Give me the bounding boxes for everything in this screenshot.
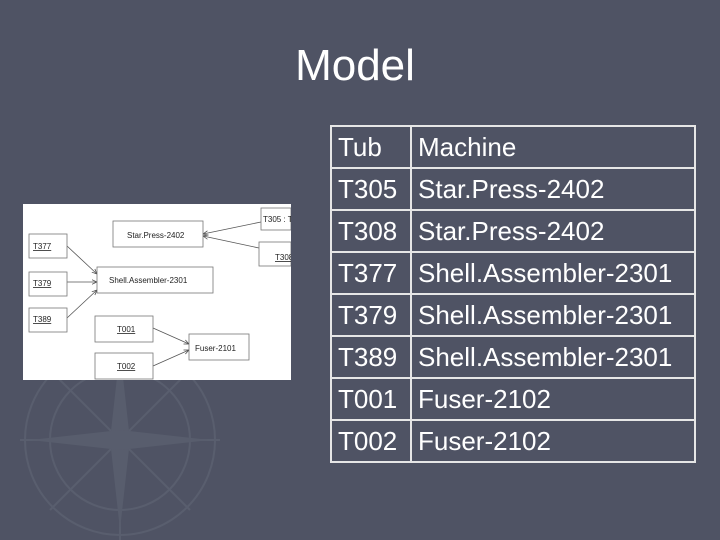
machine-cell: Shell.Assembler-2301 [410, 293, 696, 337]
machine-cell: Star.Press-2402 [410, 167, 696, 211]
tub-cell: T379 [330, 293, 412, 337]
node-t379-label: T379 [33, 279, 52, 288]
edge-t389-shell [66, 290, 97, 319]
table-header-row: Tub Machine [330, 125, 696, 169]
node-shell-label: Shell.Assembler-2301 [109, 276, 188, 285]
tub-cell: T308 [330, 209, 412, 253]
node-starpress-label: Star.Press-2402 [127, 231, 185, 240]
node-starpress-box [112, 220, 204, 248]
node-t001-box [94, 315, 154, 343]
node-t001-label: T001 [117, 325, 136, 334]
edge-t002-fuser [152, 349, 189, 367]
machine-cell: Star.Press-2402 [410, 209, 696, 253]
node-t002-label: T002 [117, 362, 136, 371]
node-fuser-box [188, 333, 250, 361]
node-t379-box [28, 271, 68, 297]
uml-diagram: T305 : Tub Star.Press-2402 T308 T377 T37… [23, 204, 291, 380]
edge-t001-fuser [152, 327, 189, 345]
slide-title-text: Model [295, 41, 415, 90]
node-t308-box [258, 241, 291, 267]
node-t002-box [94, 352, 154, 380]
tub-cell: T377 [330, 251, 412, 295]
machine-cell: Shell.Assembler-2301 [410, 335, 696, 379]
header-cell-machine: Machine [410, 125, 696, 169]
node-fuser-label: Fuser-2101 [195, 344, 236, 353]
node-shell-box [96, 266, 214, 294]
machine-cell: Fuser-2102 [410, 419, 696, 463]
tub-cell: T001 [330, 377, 412, 421]
node-t389-box [28, 307, 68, 333]
slide-title: Model [0, 38, 720, 94]
node-t389-label: T389 [33, 315, 52, 324]
header-cell-tub: Tub [330, 125, 412, 169]
node-t308-label: T308 [275, 253, 291, 262]
machine-cell: Shell.Assembler-2301 [410, 251, 696, 295]
tub-cell: T002 [330, 419, 412, 463]
tub-cell: T389 [330, 335, 412, 379]
node-t305-tub-box [260, 207, 291, 231]
machine-cell: Fuser-2102 [410, 377, 696, 421]
node-t305-tub-label: T305 : Tub [263, 215, 291, 224]
tub-cell: T305 [330, 167, 412, 211]
edge-t305-starpress [203, 221, 262, 234]
node-t377-label: T377 [33, 242, 52, 251]
edge-t377-shell [66, 245, 97, 274]
node-t377-box [28, 233, 68, 259]
edge-t308-starpress [203, 236, 260, 249]
